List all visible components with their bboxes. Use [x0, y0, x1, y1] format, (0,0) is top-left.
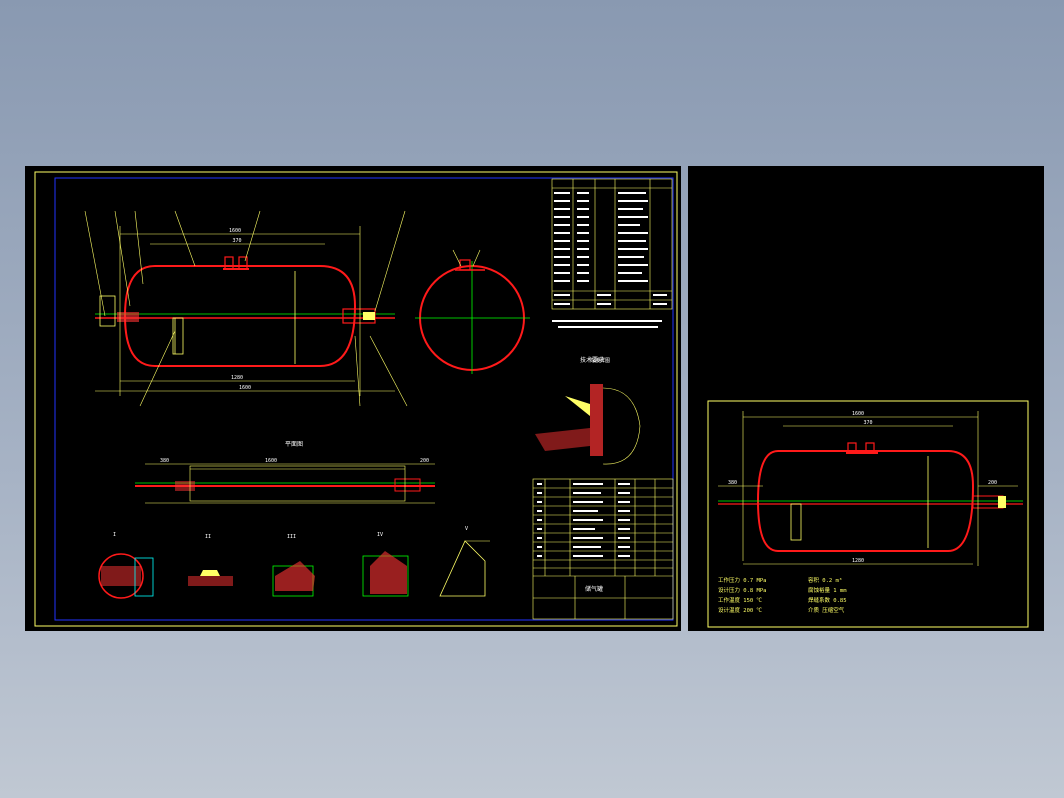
- end-view-nozzle: [459, 259, 471, 271]
- side-dim-shell: 370: [863, 420, 872, 426]
- weld-detail-label: 焊接详图: [590, 357, 610, 364]
- plan-dim-left: 380: [160, 458, 169, 464]
- dim-overall: 1600: [229, 228, 241, 234]
- inner-frame: [54, 177, 674, 621]
- side-dim-right: 200: [988, 480, 997, 486]
- parameter-table-text: [554, 192, 667, 305]
- detail-5-label: V: [465, 526, 468, 532]
- dim-body: 1280: [231, 375, 243, 381]
- dim-shell: 370: [232, 238, 241, 244]
- outer-frame: [34, 171, 678, 627]
- top-nozzle-1: [224, 256, 234, 270]
- side-dim-overall: 1600: [852, 411, 864, 417]
- main-drawing-sheet: 技术要求 1600 370 1280 1600: [25, 166, 681, 631]
- detail-1-circle: [98, 553, 144, 599]
- spec-row-5: 容积 0.2 m³: [808, 576, 842, 584]
- notes-heading: 技术要求: [580, 356, 604, 364]
- end-view: [415, 249, 530, 374]
- parts-list-table: [532, 478, 674, 620]
- spec-row-7: 焊缝系数 0.85: [808, 596, 847, 604]
- technical-notes: 技术要求: [552, 320, 662, 364]
- plan-view-label: 平面图: [285, 441, 303, 448]
- side-dim-left: 380: [728, 480, 737, 486]
- weld-detail: 焊接详图: [535, 357, 641, 465]
- left-support: [99, 295, 116, 327]
- left-flange-hatch: [117, 312, 139, 322]
- vessel-shell: [123, 265, 357, 367]
- side-vessel: [718, 442, 1023, 552]
- detail-1-label: I: [113, 532, 116, 538]
- spec-row-1: 工作压力 0.7 MPa: [718, 576, 767, 584]
- detail-2-label: II: [205, 534, 211, 540]
- spec-row-3: 工作温度 150 ℃: [718, 596, 763, 604]
- side-dimension-lines: [718, 411, 1018, 566]
- plan-dim-overall: 1600: [265, 458, 277, 464]
- spec-row-6: 腐蚀裕量 1 mm: [808, 586, 847, 594]
- parameter-table: [551, 178, 673, 310]
- side-drawing-svg: 1600 370 1280 380 200 工作压力 0.7 MPa 设计压力 …: [707, 400, 1029, 628]
- plan-view: 平面图 1600 380 200: [135, 441, 435, 504]
- detail-4-label: IV: [377, 532, 383, 538]
- right-valve: [363, 312, 375, 320]
- main-dimension-lines: [84, 210, 408, 407]
- vessel-elevation: [95, 256, 395, 367]
- spec-row-8: 介质 压缩空气: [808, 606, 845, 614]
- side-dim-body: 1280: [852, 558, 864, 564]
- spec-row-4: 设计温度 200 ℃: [718, 606, 763, 614]
- drain-pipe-box: [172, 317, 184, 355]
- side-drawing-sheet: 1600 370 1280 380 200 工作压力 0.7 MPa 设计压力 …: [688, 166, 1044, 631]
- detail-views: I II III IV V: [98, 526, 490, 599]
- spec-row-2: 设计压力 0.8 MPa: [718, 586, 767, 594]
- dim-total: 1600: [239, 385, 251, 391]
- parts-list-text: 储气罐: [537, 483, 630, 593]
- title-block-name: 储气罐: [585, 585, 603, 593]
- side-vessel-shell: [756, 450, 975, 552]
- main-drawing-svg: 技术要求 1600 370 1280 1600: [34, 171, 678, 627]
- detail-3-label: III: [287, 534, 296, 540]
- plan-dim-right: 200: [420, 458, 429, 464]
- spec-list: 工作压力 0.7 MPa 设计压力 0.8 MPa 工作温度 150 ℃ 设计温…: [718, 576, 847, 614]
- side-frame: [707, 400, 1029, 628]
